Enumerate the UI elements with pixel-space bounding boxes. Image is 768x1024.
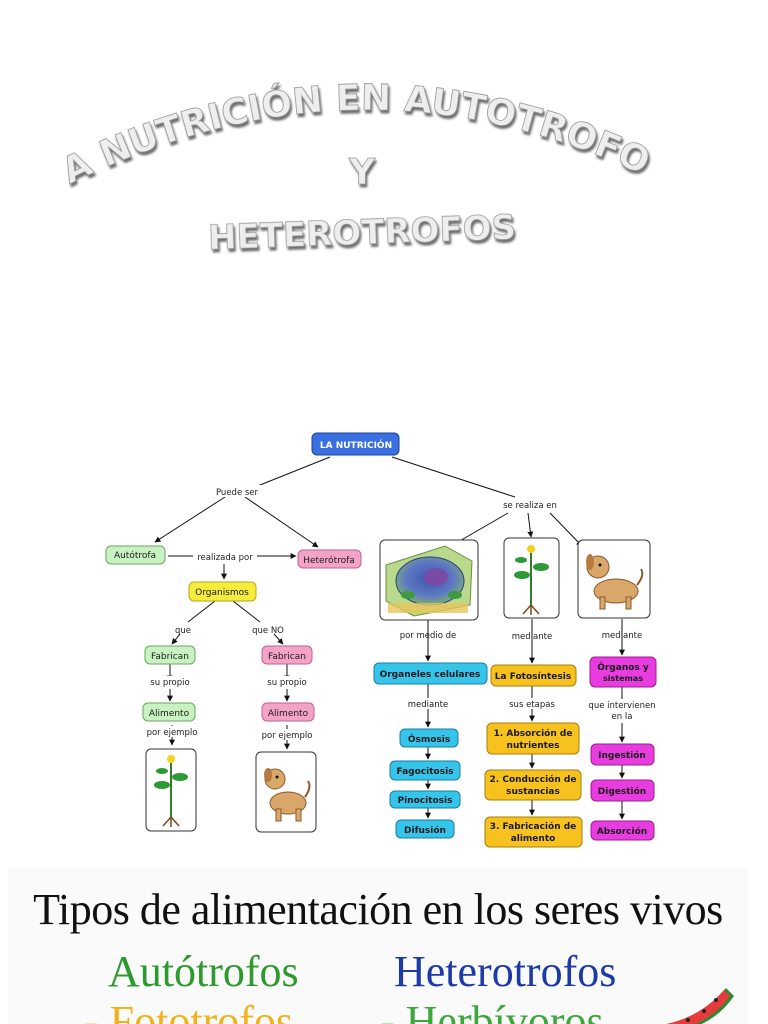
node-absorcion-nutrientes: 1. Absorción de nutrientes (486, 722, 580, 755)
label-mediante-2: mediante (602, 631, 642, 641)
plant-icon-example (145, 748, 197, 832)
svg-text:Autótrofa: Autótrofa (114, 550, 156, 561)
fototrofos-item: - Fototrofos (84, 997, 293, 1024)
svg-text:alimento: alimento (511, 834, 556, 844)
svg-text:Fabrican: Fabrican (151, 652, 189, 662)
autotrofos-title: Autótrofos (108, 947, 299, 996)
svg-text:1. Absorción de: 1. Absorción de (494, 728, 573, 739)
svg-text:sustancias: sustancias (506, 787, 560, 797)
dog-icon (577, 539, 651, 619)
node-absorcion: Absorción (590, 820, 655, 841)
svg-text:Ósmosis: Ósmosis (408, 733, 450, 745)
svg-text:Fagocitosis: Fagocitosis (396, 767, 453, 777)
label-mediante-3: mediante (408, 700, 448, 710)
title-line1: LA NUTRICIÓN EN AUTOTROFOS (0, 0, 656, 192)
node-difusion: Difusión (395, 819, 455, 839)
title-line2: Y (348, 152, 376, 193)
node-fotosintesis: La Fotosíntesis (490, 664, 577, 687)
svg-text:Organismos: Organismos (195, 588, 249, 598)
svg-text:Pinocitosis: Pinocitosis (398, 796, 453, 806)
node-ingestion: Ingestión (590, 743, 655, 766)
svg-text:Fabrican: Fabrican (268, 652, 306, 662)
node-fagocitosis: Fagocitosis (389, 760, 461, 781)
svg-text:nutrientes: nutrientes (507, 741, 560, 751)
node-digestion: Digestión (590, 779, 655, 802)
label-por-ejemplo-h: por ejemplo (262, 731, 313, 741)
label-sus-etapas: sus etapas (509, 700, 555, 710)
svg-text:Digestión: Digestión (598, 786, 646, 797)
node-organelos-celulares: Organeles celulares (373, 662, 488, 685)
label-que-intervienen: que intervienen (588, 701, 655, 711)
node-organos-sistemas: Órganos y sistemas (589, 656, 657, 688)
svg-text:Organeles celulares: Organeles celulares (380, 670, 481, 680)
node-alimento-heterotrofa: Alimento (261, 702, 315, 722)
herbivoros-item: - Herbívoros (380, 997, 604, 1024)
svg-text:2. Conducción de: 2. Conducción de (490, 774, 577, 785)
svg-text:LA NUTRICIÓN: LA NUTRICIÓN (320, 439, 392, 451)
node-osmosis: Ósmosis (399, 728, 459, 748)
label-por-medio-de: por medio de (400, 631, 457, 641)
label-realizada-por: realizada por (197, 553, 253, 563)
feeding-types-heading: Tipos de alimentación en los seres vivos (33, 885, 723, 934)
label-su-propio-h: su propio (267, 678, 306, 688)
node-fabrican-autotrofa: Fabrican (144, 645, 196, 665)
label-se-realiza-en: se realiza en (503, 501, 557, 511)
label-en-la: en la (612, 712, 633, 722)
node-pinocitosis: Pinocitosis (389, 790, 461, 809)
watermelon-icon (666, 988, 734, 1024)
node-heterotrofa: Heterótrofa (297, 549, 362, 569)
plant-icon (503, 537, 560, 619)
svg-text:Difusión: Difusión (404, 825, 446, 836)
svg-text:Alimento: Alimento (149, 709, 190, 719)
feeding-types-panel: Tipos de alimentación en los seres vivos… (8, 868, 748, 1024)
svg-text:Alimento: Alimento (268, 709, 309, 719)
node-autotrofa: Autótrofa (105, 545, 166, 565)
node-alimento-autotrofa: Alimento (142, 702, 196, 722)
title-area: LA NUTRICIÓN EN AUTOTROFOS Y HETEROTROFO… (0, 0, 656, 259)
label-mediante-1: mediante (512, 632, 552, 642)
node-fabrican-heterotrofa: Fabrican (261, 645, 313, 665)
svg-text:3. Fabricación de: 3. Fabricación de (490, 821, 577, 832)
concept-map: Puede ser se realiza en realizada por qu… (105, 432, 660, 848)
cell-icon (379, 539, 479, 621)
node-conduccion-sustancias: 2. Conducción de sustancias (484, 769, 582, 801)
label-que: que (175, 626, 191, 636)
svg-text:Ingestión: Ingestión (598, 750, 646, 761)
node-organismos: Organismos (188, 581, 257, 602)
title-line3: HETEROTROFOS (207, 208, 516, 259)
svg-text:sistemas: sistemas (603, 674, 643, 683)
label-por-ejemplo-a: por ejemplo (147, 728, 198, 738)
heterotrofos-title: Heterotrofos (394, 947, 617, 996)
label-puede-ser: Puede ser (216, 488, 259, 498)
svg-text:Órganos y: Órganos y (597, 661, 649, 673)
svg-text:Heterótrofa: Heterótrofa (303, 555, 355, 566)
dog-icon-example (255, 751, 317, 833)
svg-text:La Fotosíntesis: La Fotosíntesis (495, 672, 571, 682)
label-que-no: que NO (252, 626, 284, 636)
node-fabricacion-alimento: 3. Fabricación de alimento (484, 816, 583, 848)
svg-text:Absorción: Absorción (597, 826, 647, 837)
node-la-nutricion: LA NUTRICIÓN (311, 432, 400, 456)
label-su-propio-a: su propio (150, 678, 189, 688)
